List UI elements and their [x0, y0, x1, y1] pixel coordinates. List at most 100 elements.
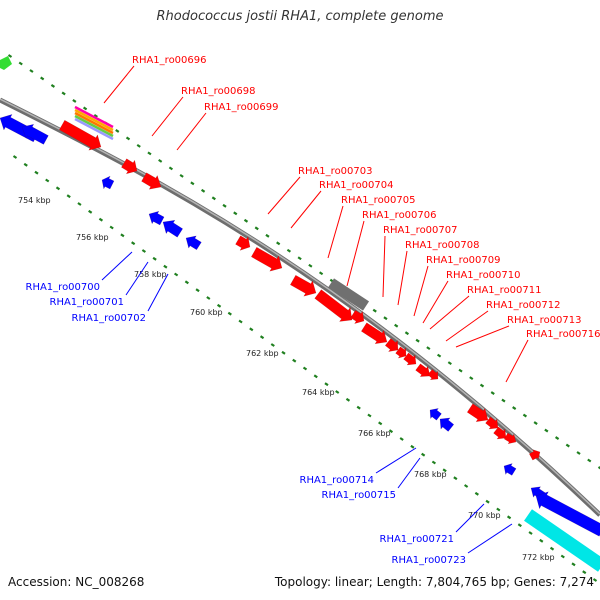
scale-dot: [141, 249, 146, 253]
scale-dot: [383, 316, 388, 321]
scale-dot: [474, 491, 479, 496]
label-leader-line: [346, 220, 365, 287]
gene-label-forward: RHA1_ro00712: [486, 300, 561, 311]
scale-dot: [501, 398, 506, 403]
gene-arrow-forward: [493, 426, 507, 440]
scale-dot: [367, 413, 372, 418]
gene-arrow-reverse: [503, 463, 517, 476]
scale-tick-label: 764 kbp: [302, 388, 335, 397]
scale-dot: [490, 391, 495, 396]
label-leader-line: [375, 447, 417, 474]
scale-dot: [308, 263, 313, 268]
scale-dot: [469, 376, 474, 381]
gene-label-reverse: RHA1_ro00723: [392, 555, 467, 566]
scale-dot: [522, 413, 528, 418]
scale-tick-label: 762 kbp: [246, 349, 279, 358]
gene-arrow-forward: [395, 346, 407, 359]
scale-dot: [195, 288, 200, 293]
scale-dot: [216, 303, 222, 308]
gene-arrow-reverse: [185, 235, 202, 251]
scale-dot: [356, 405, 361, 410]
label-leader-line: [151, 96, 184, 137]
label-leader-line: [413, 265, 429, 317]
gene-label-forward: RHA1_ro00710: [446, 270, 521, 281]
scale-dot: [158, 158, 163, 163]
gene-arrow-reverse: [148, 210, 165, 226]
scale-dot: [109, 225, 114, 230]
scale-dot: [276, 241, 281, 246]
gene-arrow-forward: [485, 416, 499, 430]
label-leader-line: [445, 310, 489, 342]
scale-dot: [152, 256, 157, 261]
scale-dot: [190, 181, 195, 186]
scale-dot: [40, 76, 45, 81]
gene-features: [0, 56, 600, 572]
label-leader-line: [382, 235, 386, 298]
scale-dot: [576, 451, 581, 455]
accession-text: Accession: NC_008268: [8, 575, 145, 589]
scale-dot: [431, 460, 436, 465]
scale-dot: [88, 209, 93, 214]
feature-stripe: [74, 117, 114, 141]
scale-dot: [168, 166, 174, 171]
label-leader-line: [455, 325, 510, 348]
scale-dot: [565, 443, 570, 448]
scale-dot: [479, 383, 485, 388]
label-leader-line: [267, 176, 301, 215]
label-leader-line: [290, 190, 322, 229]
gene-label-forward: RHA1_ro00708: [405, 240, 480, 251]
scale-dot: [372, 308, 377, 313]
scale-dot: [410, 444, 415, 449]
label-leader-line: [103, 65, 135, 104]
scale-dot: [115, 128, 120, 133]
scale-dot: [506, 515, 512, 520]
label-leader-line: [125, 261, 149, 296]
scale-dot: [436, 353, 442, 358]
scale-dot: [281, 350, 286, 355]
gene-arrow-reverse: [162, 219, 184, 238]
label-leader-line: [397, 457, 421, 489]
scale-dot: [302, 366, 308, 371]
scale-dot: [318, 271, 324, 276]
feature-stripe: [74, 108, 114, 132]
gene-arrow-forward: [235, 235, 251, 251]
scale-dot: [399, 437, 404, 441]
gene-arrow-reverse: [535, 491, 600, 537]
scale-dot: [179, 173, 184, 178]
label-leader-line: [422, 280, 449, 324]
label-leader-line: [101, 251, 133, 281]
scale-dot: [7, 54, 13, 58]
feature-stripe: [74, 105, 114, 129]
label-leader-line: [327, 205, 344, 259]
gene-arrow-forward: [503, 432, 517, 445]
scale-dot: [174, 272, 179, 277]
scale-dot: [200, 188, 206, 193]
gene-arrow-forward: [250, 246, 283, 272]
scale-dot: [50, 84, 56, 88]
gene-arrow-forward: [528, 449, 541, 461]
gene-arrow-forward: [58, 119, 102, 151]
scale-dot: [571, 562, 576, 567]
scale-dot: [12, 155, 18, 159]
label-leader-line: [455, 503, 485, 533]
gene-label-forward: RHA1_ro00711: [467, 285, 542, 296]
scale-dot: [453, 476, 458, 481]
label-leader-line: [505, 339, 529, 383]
scale-dot: [136, 143, 141, 148]
scale-dot: [464, 484, 469, 488]
scale-dot: [227, 311, 232, 316]
gene-arrow-reverse: [21, 123, 49, 145]
gene-arrow-forward: [314, 289, 353, 322]
scale-dot: [388, 429, 394, 434]
label-leader-line: [429, 295, 470, 330]
scale-dot: [512, 406, 517, 410]
gene-label-reverse: RHA1_ro00714: [300, 475, 375, 486]
scale-dot: [592, 578, 598, 582]
scale-dot: [415, 338, 420, 343]
feature-stripe: [74, 114, 114, 138]
scale-dot: [125, 136, 131, 141]
scale-dot: [222, 203, 227, 208]
scale-dot: [147, 151, 152, 156]
